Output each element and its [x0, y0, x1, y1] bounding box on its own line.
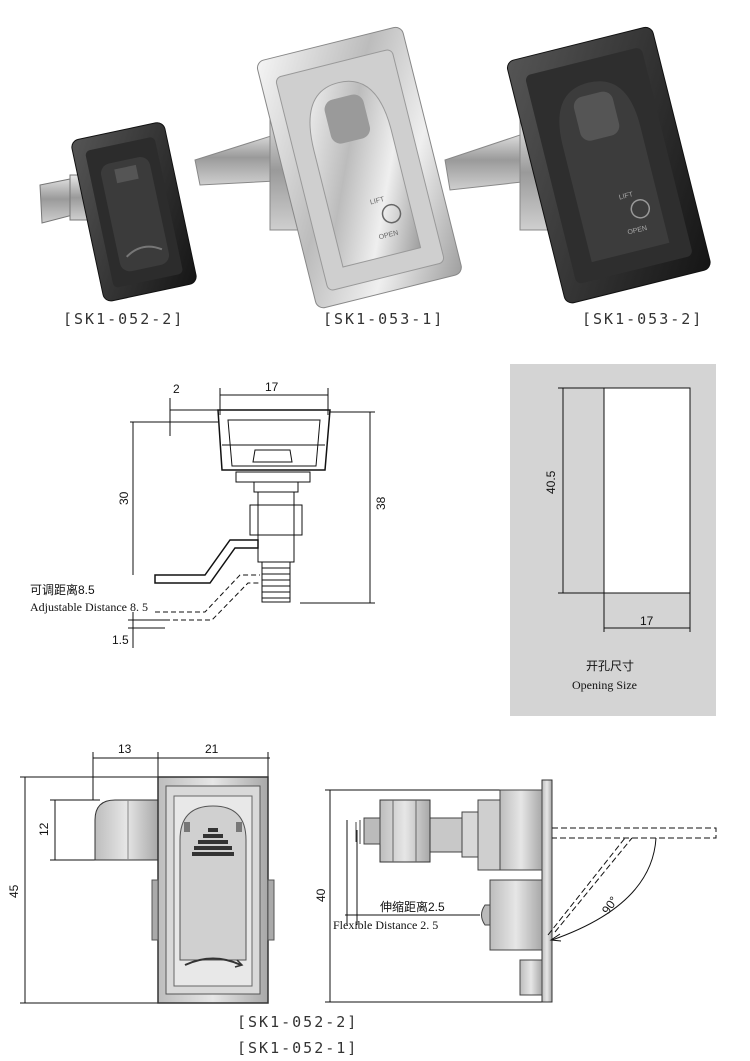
dim-38: 38	[374, 496, 388, 510]
product-photo-sk1-052-2	[30, 115, 205, 302]
product-photo-sk1-053-1: LIFT OPEN	[190, 20, 470, 309]
dim-45: 45	[7, 884, 21, 898]
product-code-2: [SK1-053-1]	[323, 310, 445, 328]
open-text-2: OPEN	[627, 225, 648, 237]
opening-size-cn: 开孔尺寸	[586, 659, 634, 673]
bottom-code-1: [SK1-052-2]	[237, 1013, 359, 1031]
dim-30: 30	[117, 491, 131, 505]
dim-40: 40	[314, 888, 328, 902]
bottom-code-2: [SK1-052-1]	[237, 1039, 359, 1057]
product-code-3: [SK1-053-2]	[582, 310, 704, 328]
open-text-1: OPEN	[378, 230, 399, 242]
dim-2: 2	[173, 382, 180, 396]
lift-text-2: LIFT	[618, 191, 634, 201]
flexible-cn: 伸缩距离2.5	[380, 899, 445, 914]
dim-17: 17	[265, 380, 279, 394]
dim-40-5: 40.5	[544, 470, 558, 494]
dim-12: 12	[37, 822, 51, 836]
product-code-1: [SK1-052-2]	[63, 310, 185, 328]
dim-1-5: 1.5	[112, 633, 129, 647]
dim-13: 13	[118, 742, 132, 756]
lift-text-1: LIFT	[369, 196, 385, 206]
adjustable-en: Adjustable Distance 8. 5	[30, 600, 148, 614]
adjustable-cn: 可调距离8.5	[30, 582, 95, 597]
angle-90: 90°	[599, 894, 621, 917]
product-photo-sk1-053-2: LIFT OPEN	[440, 20, 720, 304]
opening-size-en: Opening Size	[572, 678, 637, 692]
opening-size-panel: 40.5 17 开孔尺寸 Opening Size	[510, 364, 716, 716]
flexible-en: Flexible Distance 2. 5	[333, 918, 438, 932]
dim-opening-17: 17	[640, 614, 654, 628]
dim-21: 21	[205, 742, 219, 756]
